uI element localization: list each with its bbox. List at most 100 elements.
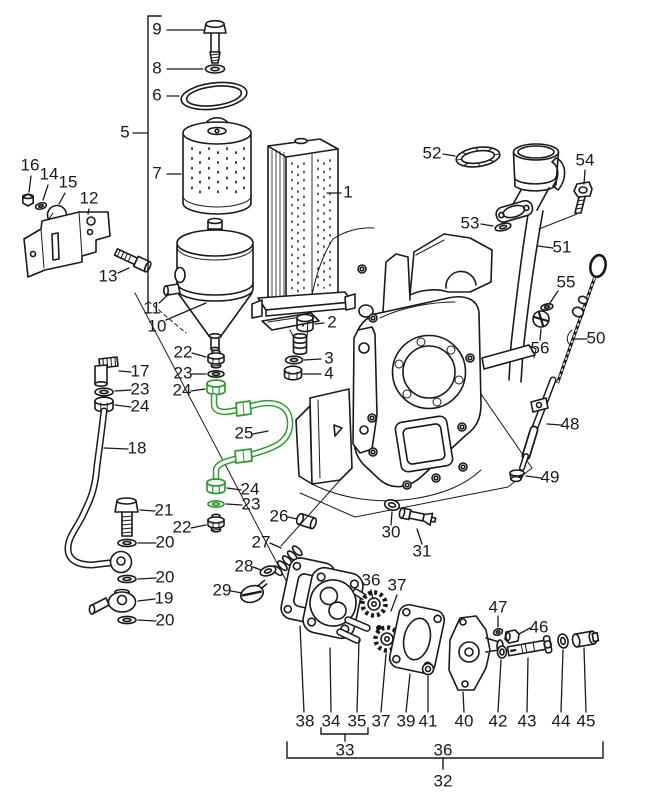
- leader-line-25-32: [252, 430, 269, 435]
- dipstick: [555, 253, 607, 384]
- pump-assembly-bracket: [286, 741, 604, 759]
- part-label-10-11: 10: [148, 316, 167, 335]
- leader-line-37-48: [390, 594, 398, 612]
- leader-line-3-23: [303, 358, 322, 361]
- pipe-washer: [94, 387, 114, 397]
- part-label-9-0: 9: [152, 19, 161, 38]
- part-label-20-38: 20: [156, 567, 175, 586]
- part-label-5-3: 5: [120, 122, 129, 141]
- leader-line-24-31: [190, 388, 206, 392]
- filler-cap: [512, 143, 566, 192]
- part-label-47-49: 47: [489, 597, 508, 616]
- leader-line-54-14: [583, 169, 586, 185]
- part-label-13-9: 13: [99, 266, 118, 285]
- part-label-55-17: 55: [557, 272, 576, 291]
- leader-line-20-38: [137, 577, 157, 580]
- part-label-37-54: 37: [372, 711, 391, 730]
- hose-fitting-top: [207, 349, 225, 369]
- part-label-36-63: 36: [434, 740, 453, 759]
- flange-bolt: [538, 181, 593, 230]
- pressure-switch: [398, 507, 437, 526]
- banjo-bolt: [114, 497, 139, 537]
- part-label-31-46: 31: [413, 541, 432, 560]
- dipstick-tube: [519, 376, 557, 471]
- part-label-11-10: 11: [143, 298, 161, 317]
- part-label-24-27: 24: [131, 396, 150, 415]
- clamp-screw: [532, 310, 550, 328]
- oil-cooler: [251, 137, 356, 327]
- leader-line-11-10: [158, 293, 170, 304]
- pump-seal-ring: [421, 662, 435, 676]
- hose-washer-bottom: [207, 499, 225, 509]
- part-label-37-48: 37: [388, 575, 407, 594]
- leader-line-2-22: [314, 322, 325, 325]
- part-label-52-13: 52: [423, 143, 442, 162]
- part-label-48-20: 48: [561, 414, 580, 433]
- leader-line-19-39: [137, 598, 156, 602]
- leader-line-18-28: [103, 447, 129, 450]
- part-label-7-4: 7: [152, 163, 161, 182]
- banjo-washers: [117, 538, 137, 625]
- leader-line-21-36: [139, 509, 156, 512]
- part-label-28-43: 28: [235, 556, 254, 575]
- leader-line-34-52: [329, 647, 332, 713]
- part-label-15-7: 15: [59, 172, 78, 191]
- cooler-mount-parts: [261, 312, 320, 381]
- part-label-18-28: 18: [128, 438, 147, 457]
- part-label-40-57: 40: [455, 711, 474, 730]
- leader-line-31-46: [416, 528, 423, 545]
- part-label-38-51: 38: [296, 711, 315, 730]
- part-label-25-32: 25: [235, 423, 254, 442]
- leader-line-27-42: [269, 542, 282, 549]
- hose-nut-bottom: [206, 478, 226, 495]
- filter-cover-washer: [204, 64, 226, 74]
- leader-line-39-55: [405, 673, 411, 713]
- part-label-30-45: 30: [382, 522, 401, 541]
- mounting-bracket: [23, 211, 111, 278]
- part-label-20-40: 20: [156, 610, 175, 629]
- part-label-19-39: 19: [155, 588, 174, 607]
- oil-pipe: [64, 407, 133, 574]
- leader-line-23-26: [114, 389, 132, 392]
- leader-line-29-44: [230, 590, 243, 594]
- part-label-4-24: 4: [324, 363, 333, 382]
- part-label-23-26: 23: [131, 379, 150, 398]
- bracket-bolt: [113, 248, 152, 273]
- filter-element: [182, 117, 252, 215]
- part-label-24-33: 24: [241, 479, 260, 498]
- part-label-39-55: 39: [397, 711, 416, 730]
- leader-line-10-11: [165, 302, 207, 321]
- leader-line-52-13: [442, 153, 456, 157]
- stud-nut: [283, 365, 303, 381]
- part-label-36-47: 36: [362, 570, 381, 589]
- part-label-43-59: 43: [518, 711, 537, 730]
- part-label-26-41: 26: [270, 506, 289, 525]
- part-label-8-1: 8: [152, 58, 161, 77]
- part-label-54-14: 54: [576, 150, 595, 169]
- part-label-53-15: 53: [461, 213, 480, 232]
- part-label-20-37: 20: [156, 532, 175, 551]
- leader-line-24-33: [226, 487, 242, 491]
- part-label-34-52: 34: [322, 711, 341, 730]
- pump-gasket-front: [388, 603, 446, 675]
- part-label-29-44: 29: [213, 580, 232, 599]
- leader-line-53-15: [480, 223, 494, 227]
- part-label-45-61: 45: [577, 711, 596, 730]
- part-label-27-42: 27: [252, 532, 271, 551]
- bracket-washer: [34, 201, 48, 211]
- part-label-12-8: 12: [80, 188, 99, 207]
- leader-line-38-51: [299, 625, 305, 713]
- leader-line-44-60: [560, 649, 564, 713]
- filter-cover-bolt: [203, 19, 227, 64]
- leader-line-22-35: [190, 524, 207, 529]
- leader-line-36-47: [370, 589, 374, 600]
- leader-line-45-61: [583, 647, 587, 713]
- filter-cover-group-bracket: [147, 15, 162, 302]
- part-label-2-22: 2: [327, 312, 336, 331]
- bracket-nut: [21, 193, 35, 207]
- leader-line-55-17: [549, 290, 559, 304]
- relief-screw-plug: [239, 579, 268, 604]
- part-label-23-30: 23: [174, 363, 193, 382]
- case-bolt-holes: [357, 264, 475, 490]
- leader-line-49-21: [525, 475, 542, 479]
